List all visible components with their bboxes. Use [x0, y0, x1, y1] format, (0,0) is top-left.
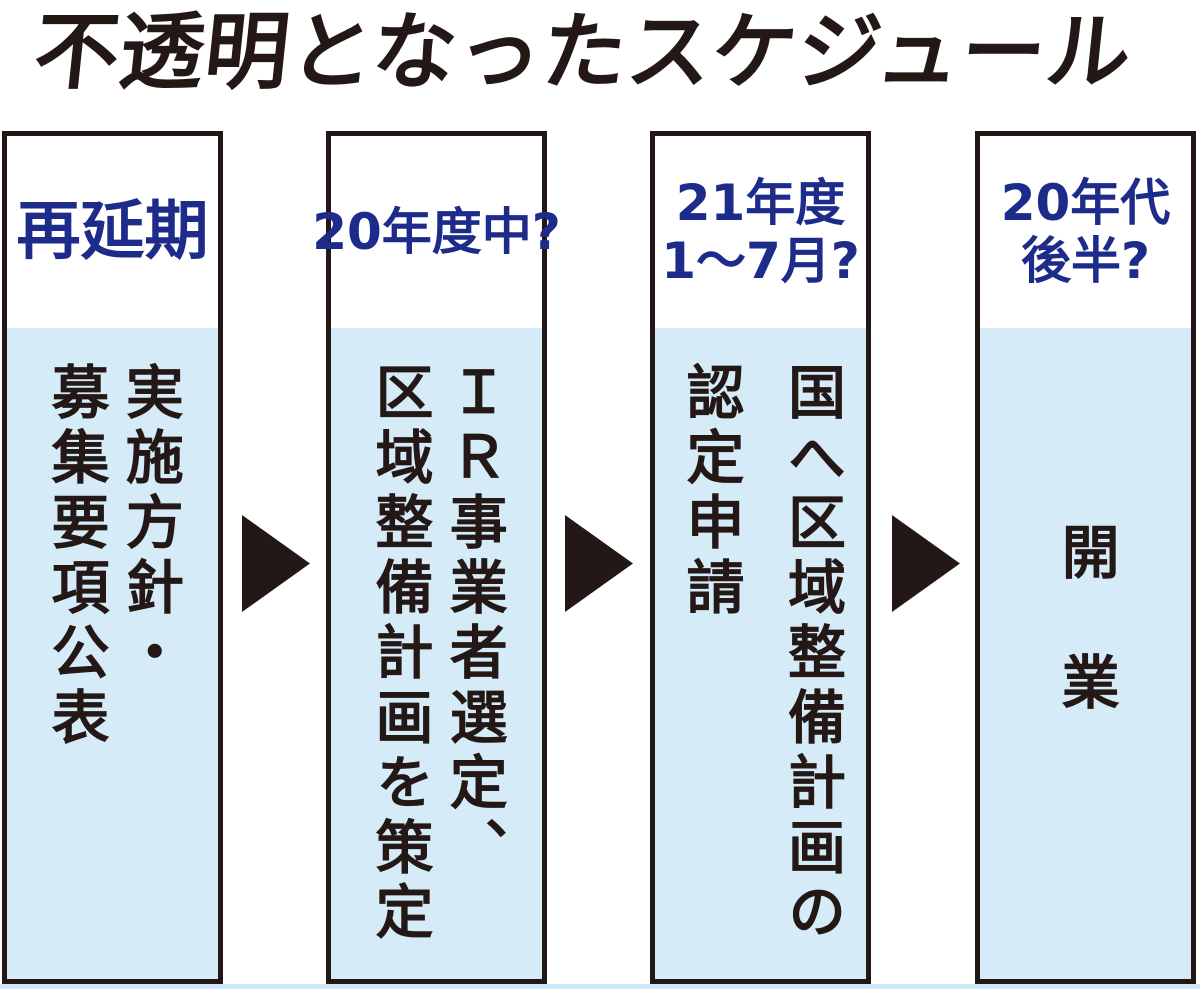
arrow-right-icon: [242, 515, 310, 612]
step-2-body-text: ＩＲ事業者選定、 区域整備計画を策定: [362, 362, 510, 947]
step-3-status-label-line-1: 21年度: [675, 174, 846, 232]
step-4-status-label-line-1: 20年代: [1000, 174, 1171, 232]
step-4-status-area: 20年代 後半?: [980, 136, 1191, 328]
arrow-right-icon: [565, 515, 633, 612]
step-2-body-line-2: 区域整備計画を策定: [365, 362, 434, 947]
step-4-body-area: 開 業: [980, 328, 1191, 979]
step-1-status-label: 再延期: [16, 194, 209, 269]
step-3-status-area: 21年度 1〜7月?: [655, 136, 866, 328]
step-1-status-area: 再延期: [7, 136, 218, 328]
step-1-body-line-2: 募集要項公表: [41, 362, 110, 752]
step-box-operator-selection: 20年度中? ＩＲ事業者選定、 区域整備計画を策定: [312, 131, 561, 984]
step-4-status-label-line-2: 後半?: [1020, 232, 1150, 290]
diagram-title: 不透明となったスケジュール: [29, 3, 1137, 101]
step-1-body-line-1: 実施方針・: [115, 362, 184, 687]
step-4-body-line-1: 開 業: [1051, 522, 1120, 717]
step-2-status-label: 20年度中?: [312, 203, 561, 261]
step-3-body-line-1: 国へ区域整備計画の: [778, 362, 846, 947]
step-3-status-label-line-2: 1〜7月?: [661, 232, 860, 290]
step-2-body-line-1: ＩＲ事業者選定、: [439, 362, 508, 882]
step-1-body-area: 実施方針・ 募集要項公表: [7, 328, 218, 979]
step-3-body-line-2: 認定申請: [676, 362, 745, 622]
step-box-opening: 20年代 後半? 開 業: [975, 131, 1196, 984]
step-box-publication: 再延期 実施方針・ 募集要項公表: [2, 131, 223, 984]
step-3-body-area: 国へ区域整備計画の 認定申請: [655, 328, 866, 979]
step-2-status-area: 20年度中?: [312, 136, 561, 328]
bottom-edge-strip: [0, 984, 1200, 989]
step-box-certification-application: 21年度 1〜7月? 国へ区域整備計画の 認定申請: [650, 131, 871, 984]
step-1-body-text: 実施方針・ 募集要項公表: [38, 362, 186, 752]
step-2-body-area: ＩＲ事業者選定、 区域整備計画を策定: [331, 328, 542, 979]
step-4-body-text: 開 業: [1048, 522, 1122, 717]
step-3-body-text: 国へ区域整備計画の 認定申請: [659, 362, 862, 947]
arrow-right-icon: [892, 515, 960, 612]
